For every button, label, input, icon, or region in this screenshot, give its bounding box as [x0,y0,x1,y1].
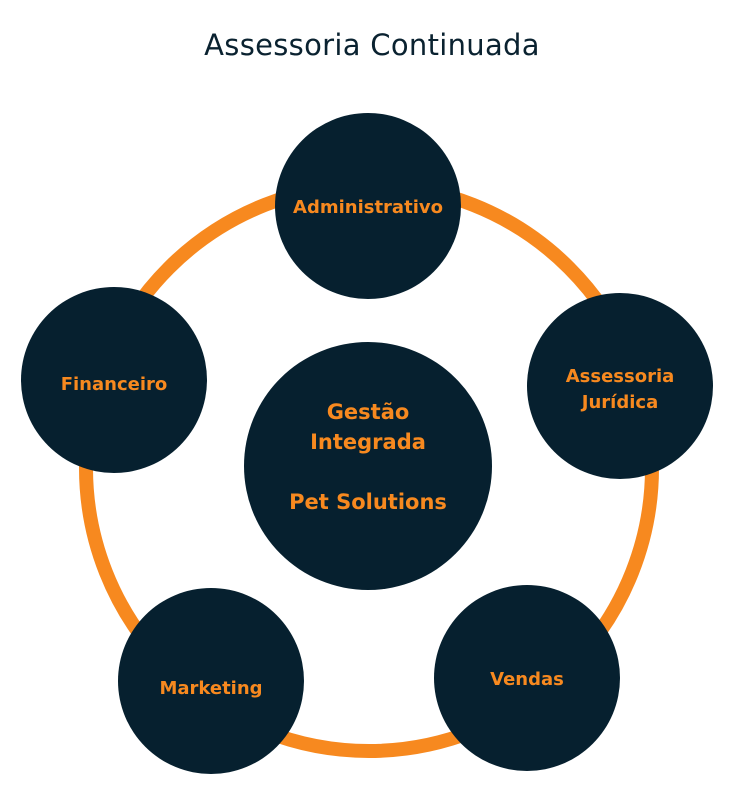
node-marketing: Marketing [118,588,304,774]
center-label-line-1: Gestão [327,400,410,424]
diagram-title: Assessoria Continuada [204,28,540,62]
node-financeiro-circle [21,287,207,473]
node-administrativo: Administrativo [275,113,461,299]
center-label-line-3: Pet Solutions [289,490,447,514]
node-financeiro: Financeiro [21,287,207,473]
node-vendas-label: Vendas [490,669,564,690]
node-administrativo-circle [275,113,461,299]
node-assessoria-juridica-label-line-1: Assessoria [566,366,675,387]
node-vendas-circle [434,585,620,771]
center-label-line-2: Integrada [310,430,426,454]
center-node: Gestão Integrada Pet Solutions [244,342,492,590]
node-financeiro-label: Financeiro [61,374,168,395]
node-assessoria-juridica-circle [527,293,713,479]
node-assessoria-juridica: Assessoria Jurídica [527,293,713,479]
node-marketing-circle [118,588,304,774]
node-administrativo-label: Administrativo [293,197,443,218]
node-assessoria-juridica-label-line-2: Jurídica [580,392,658,413]
node-vendas: Vendas [434,585,620,771]
node-marketing-label: Marketing [159,678,262,699]
center-node-circle [244,342,492,590]
